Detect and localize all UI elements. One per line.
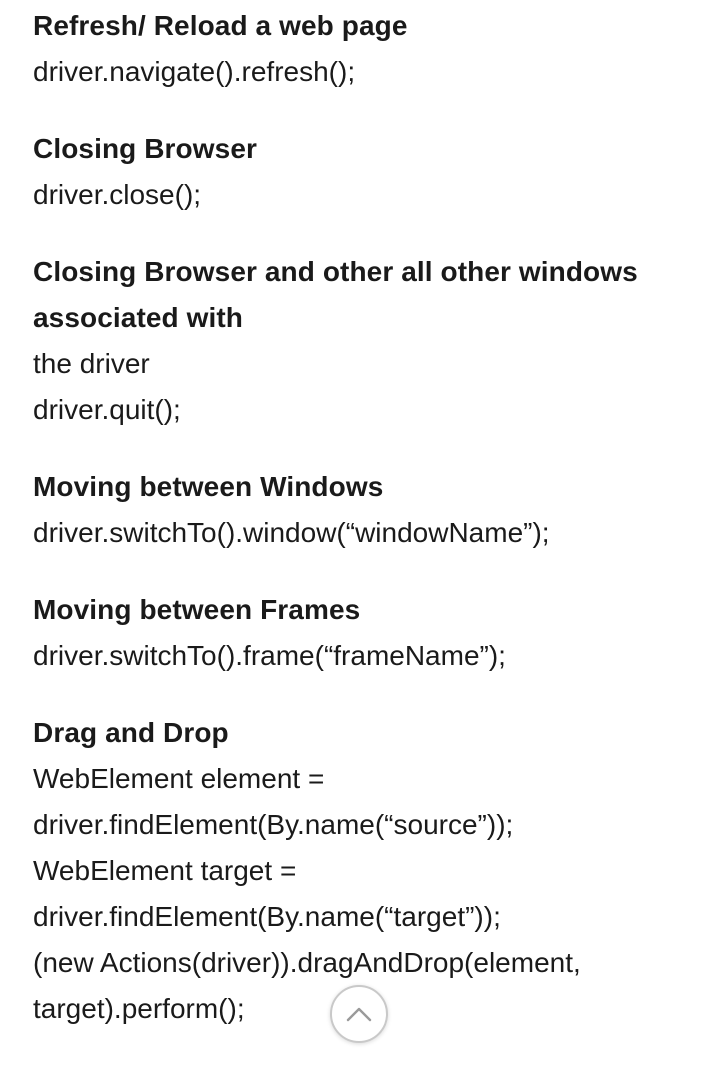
section-heading: Closing Browser and other all other wind… — [33, 256, 638, 287]
section-drag-drop: Drag and Drop WebElement element = drive… — [33, 710, 693, 1032]
code-line: target).perform(); — [33, 993, 245, 1024]
section-quit: Closing Browser and other all other wind… — [33, 249, 693, 433]
scroll-to-top-button[interactable] — [330, 985, 388, 1043]
section-heading: Moving between Windows — [33, 471, 384, 502]
code-line: driver.switchTo().frame(“frameName”); — [33, 640, 506, 671]
section-heading: Moving between Frames — [33, 594, 361, 625]
section-heading: Drag and Drop — [33, 717, 229, 748]
section-heading: Closing Browser — [33, 133, 257, 164]
code-line: driver.switchTo().window(“windowName”); — [33, 517, 550, 548]
section-closing-browser: Closing Browser driver.close(); — [33, 126, 693, 218]
code-line: driver.navigate().refresh(); — [33, 56, 356, 87]
code-line: driver.quit(); — [33, 394, 181, 425]
code-line: driver.close(); — [33, 179, 202, 210]
section-moving-frames: Moving between Frames driver.switchTo().… — [33, 587, 693, 679]
code-line: driver.findElement(By.name(“source”)); — [33, 809, 514, 840]
code-line: WebElement element = — [33, 763, 325, 794]
chevron-up-icon — [346, 1007, 372, 1022]
section-refresh: Refresh/ Reload a web page driver.naviga… — [33, 3, 693, 95]
text-line: the driver — [33, 348, 150, 379]
code-line: (new Actions(driver)).dragAndDrop(elemen… — [33, 947, 581, 978]
section-heading: Refresh/ Reload a web page — [33, 10, 408, 41]
code-line: driver.findElement(By.name(“target”)); — [33, 901, 501, 932]
code-line: WebElement target = — [33, 855, 297, 886]
section-heading-continued: associated with — [33, 302, 244, 333]
article-content: Refresh/ Reload a web page driver.naviga… — [33, 3, 693, 1063]
section-moving-windows: Moving between Windows driver.switchTo()… — [33, 464, 693, 556]
